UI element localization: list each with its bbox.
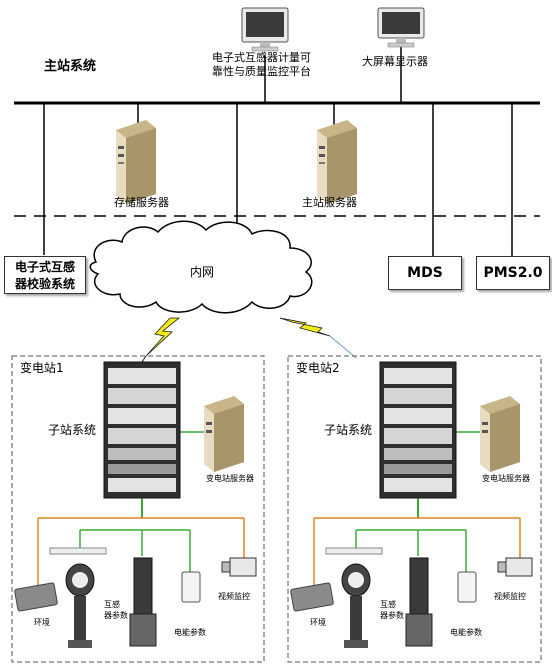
- substation-2-box: [287, 355, 542, 663]
- intranet-cloud: [89, 220, 313, 314]
- master-server-label: 主站服务器: [302, 196, 357, 209]
- substation-1-box: [11, 355, 265, 663]
- platform-label-line1: 电子式互感器计量可: [212, 51, 311, 64]
- substation-1-field-devices: [14, 547, 257, 648]
- display-label: 大屏幕显示器: [362, 55, 428, 68]
- substation-1-env-label: 环境: [34, 618, 50, 627]
- substation-1-server-label: 变电站服务器: [206, 474, 254, 483]
- substation-2-server-icon: [480, 396, 520, 472]
- substation-1-rack-icon: [103, 361, 181, 499]
- camera-icon: [229, 557, 257, 577]
- calibration-line2: 器校验系统: [14, 277, 75, 291]
- insulator-icon: [133, 557, 153, 617]
- meter-strip-icon: [49, 547, 107, 555]
- lightning-right: [279, 317, 331, 337]
- platform-label-line2: 靠性与质量监控平台: [212, 65, 311, 78]
- substation-2-video-label: 视频监控: [494, 592, 526, 601]
- substation-2-power-label: 电能参数: [450, 628, 482, 637]
- system-title: 主站系统: [44, 59, 97, 74]
- pms-label: PMS2.0: [483, 265, 543, 281]
- substation-2-title: 变电站2: [296, 361, 340, 375]
- substation-1-video-label: 视频监控: [218, 592, 250, 601]
- substation-2-subsystem-label: 子站系统: [324, 423, 373, 437]
- substation-2-transformer-line2: 器参数: [380, 611, 404, 620]
- computer-icon: [241, 7, 289, 52]
- substation-2-rack-icon: [379, 361, 457, 499]
- substation-1-transformer-line2: 器参数: [104, 611, 128, 620]
- master-server-icon: [317, 120, 357, 204]
- mds-box: MDS: [388, 256, 462, 290]
- calibration-line1: 电子式互感: [14, 260, 75, 274]
- storage-server-icon: [116, 120, 156, 204]
- monitor-icon: [377, 7, 425, 48]
- substation-1-power-label: 电能参数: [174, 628, 206, 637]
- substation-1-subsystem-label: 子站系统: [48, 423, 97, 437]
- substation-1-title: 变电站1: [20, 361, 64, 375]
- pms-box: PMS2.0: [476, 256, 550, 290]
- mds-label: MDS: [407, 265, 443, 281]
- substation-2-transformer-line1: 互感: [380, 600, 396, 609]
- storage-server-label: 存储服务器: [114, 196, 169, 209]
- power-meter-icon: [181, 571, 201, 603]
- calibration-system-box: 电子式互感 器校验系统: [4, 256, 86, 294]
- substation-2-env-label: 环境: [310, 618, 326, 627]
- environment-sensor-icon: [14, 582, 58, 612]
- substation-1-transformer-line1: 互感: [104, 600, 120, 609]
- substation-1-server-icon: [204, 396, 244, 472]
- substation-2-server-label: 变电站服务器: [482, 474, 530, 483]
- lightning-left: [145, 317, 181, 357]
- substation-2-field-devices: [290, 547, 533, 648]
- intranet-label: 内网: [190, 265, 215, 279]
